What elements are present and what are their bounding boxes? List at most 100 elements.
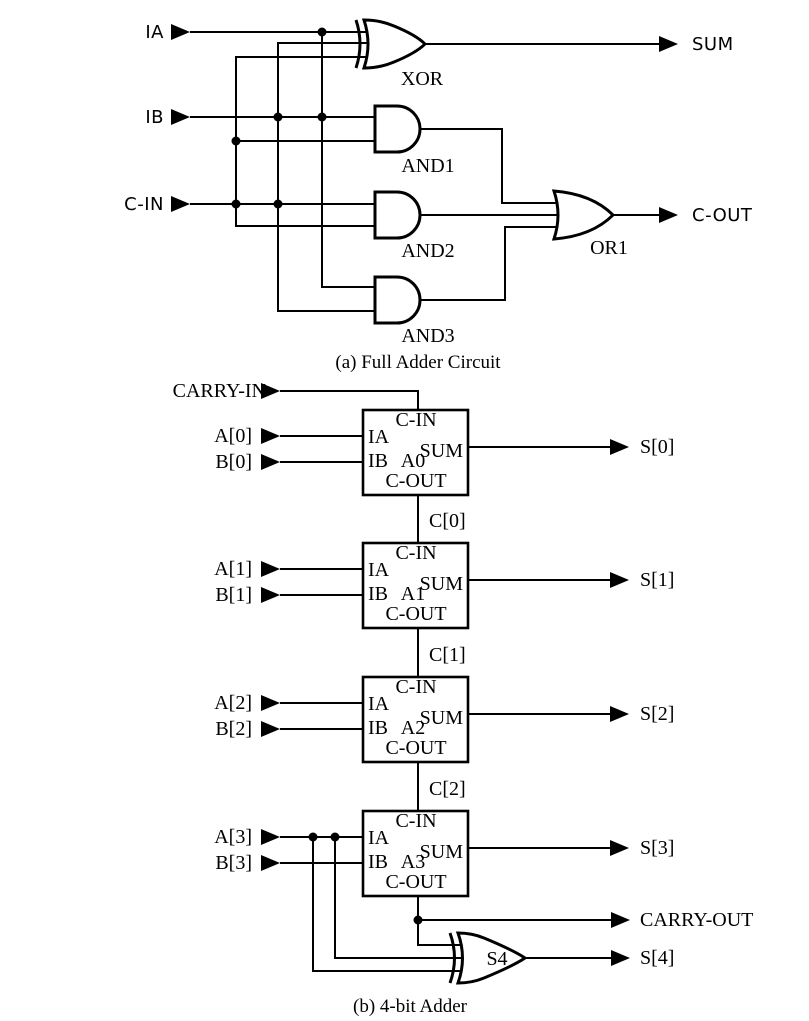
port-ib: IB — [368, 583, 388, 605]
label-sum-output: S[3] — [640, 837, 674, 859]
label-and3-gate: AND3 — [401, 325, 454, 347]
adder-block-a2: C-IN IA IB A2 SUM C-OUT A[2] B[2] S[2] — [214, 675, 674, 764]
block-name: A3 — [401, 851, 425, 873]
block-name: A2 — [401, 717, 425, 739]
wire-tap-xor-mid — [334, 837, 464, 959]
label-cin: C-IN — [124, 194, 164, 215]
or1-gate — [551, 189, 616, 241]
label-a-input: A[2] — [214, 692, 252, 714]
port-ib: IB — [368, 717, 388, 739]
wire-and3-out — [419, 226, 562, 301]
and2-gate — [373, 190, 422, 240]
s4-xor-back-arc — [448, 932, 456, 984]
junction-dot — [231, 136, 241, 146]
junction-dot — [308, 832, 318, 842]
label-a-input: A[3] — [214, 826, 252, 848]
input-arrow-icon — [261, 829, 280, 845]
s4-xor-gate — [455, 931, 528, 985]
block-rect — [361, 809, 470, 898]
label-sum-output: S[2] — [640, 703, 674, 725]
port-cin: C-IN — [395, 542, 436, 564]
wire-branch-xor-mid-and3-bottom — [277, 42, 375, 312]
input-arrow-icon — [171, 196, 190, 212]
junction-dot — [317, 112, 327, 122]
junction-dot — [273, 112, 283, 122]
label-xor-gate: XOR — [401, 68, 444, 90]
port-sum: SUM — [420, 573, 464, 595]
output-arrow-icon — [610, 706, 629, 722]
label-a-input: A[1] — [214, 558, 252, 580]
label-and1-gate: AND1 — [401, 155, 454, 177]
label-s4-gate: S4 — [486, 948, 507, 970]
wire-carry-out — [417, 896, 611, 921]
input-arrow-icon — [261, 855, 280, 871]
input-arrow-icon — [261, 428, 280, 444]
block-rect — [361, 541, 470, 630]
input-arrow-icon — [261, 383, 280, 399]
four-bit-adder-circuit: CARRY-IN C-IN IA IB A0 SUM C-OUT A[0] B[… — [173, 380, 753, 985]
port-ia: IA — [368, 426, 390, 448]
output-arrow-icon — [610, 572, 629, 588]
adder-block-a1: C-IN IA IB A1 SUM C-OUT A[1] B[1] S[1] — [214, 541, 674, 630]
junction-dot — [330, 832, 340, 842]
label-b-input: B[2] — [215, 718, 252, 740]
port-cin: C-IN — [395, 409, 436, 431]
label-carry2: C[2] — [429, 778, 466, 800]
port-cout: C-OUT — [385, 871, 446, 893]
xor-gate — [361, 18, 428, 70]
junction-dot — [413, 915, 423, 925]
label-b-input: B[0] — [215, 451, 252, 473]
xor-gate-back-arc — [354, 19, 362, 69]
label-carry-out: CARRY-OUT — [640, 909, 753, 931]
output-arrow-icon — [611, 912, 630, 928]
port-ia: IA — [368, 827, 390, 849]
port-ib: IB — [368, 851, 388, 873]
port-sum: SUM — [420, 841, 464, 863]
port-cin: C-IN — [395, 810, 436, 832]
wire-tap-xor-bottom — [312, 837, 463, 972]
label-sum4-output: S[4] — [640, 947, 674, 969]
label-sum-output: S[0] — [640, 436, 674, 458]
port-cout: C-OUT — [385, 737, 446, 759]
port-ib: IB — [368, 450, 388, 472]
label-ia: IA — [145, 22, 164, 43]
port-ia: IA — [368, 559, 390, 581]
junction-dot — [231, 199, 241, 209]
wire-branch-ia-and3-top — [321, 32, 375, 288]
label-or1-gate: OR1 — [590, 237, 628, 259]
label-carry-in: CARRY-IN — [173, 380, 266, 402]
label-carry0: C[0] — [429, 510, 466, 532]
block-name: A0 — [401, 450, 425, 472]
label-ib: IB — [145, 107, 164, 128]
adder-block-a3: C-IN IA IB A3 SUM C-OUT A[3] B[3] S[3] — [214, 809, 674, 972]
label-sum: SUM — [692, 34, 734, 55]
full-adder-circuit: IA IB C-IN SUM C-OUT XOR AND1 AND2 AND3 … — [124, 18, 753, 347]
caption-a: (a) Full Adder Circuit — [335, 352, 501, 373]
wire-carry-to-xor — [417, 920, 461, 946]
and3-gate — [373, 275, 422, 325]
output-arrow-icon — [610, 439, 629, 455]
port-sum: SUM — [420, 440, 464, 462]
label-b-input: B[1] — [215, 584, 252, 606]
port-ia: IA — [368, 693, 390, 715]
label-b-input: B[3] — [215, 852, 252, 874]
adder-block-a0: C-IN IA IB A0 SUM C-OUT A[0] B[0] S[0] — [214, 408, 674, 497]
wire-and1-out — [419, 128, 562, 204]
label-carry1: C[1] — [429, 644, 466, 666]
label-cout: C-OUT — [692, 205, 753, 226]
port-cout: C-OUT — [385, 470, 446, 492]
port-cin: C-IN — [395, 676, 436, 698]
input-arrow-icon — [171, 109, 190, 125]
block-rect — [361, 408, 470, 497]
output-arrow-icon — [610, 840, 629, 856]
input-arrow-icon — [261, 454, 280, 470]
label-sum-output: S[1] — [640, 569, 674, 591]
input-arrow-icon — [261, 587, 280, 603]
input-arrow-icon — [261, 721, 280, 737]
output-arrow-icon — [659, 36, 678, 52]
block-name: A1 — [401, 583, 425, 605]
and1-gate — [373, 104, 422, 154]
input-arrow-icon — [261, 695, 280, 711]
input-arrow-icon — [171, 24, 190, 40]
